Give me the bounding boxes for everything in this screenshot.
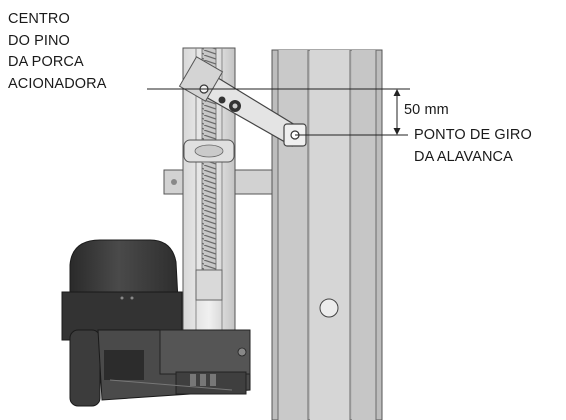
post-hole <box>319 298 339 318</box>
dimension-arrow-down <box>393 128 401 135</box>
gate-post <box>271 49 383 420</box>
label-pin-center: CENTRO DO PINO DA PORCA ACIONADORA <box>8 11 107 92</box>
annotation-lines <box>147 88 410 136</box>
lead-screw-lower <box>201 161 217 271</box>
label-dimension: 50 mm <box>404 102 449 118</box>
label-pivot-point: PONTO DE GIRO DA ALAVANCA <box>414 127 532 165</box>
dimension-arrow-up <box>393 89 401 96</box>
motor-housing <box>61 239 251 407</box>
